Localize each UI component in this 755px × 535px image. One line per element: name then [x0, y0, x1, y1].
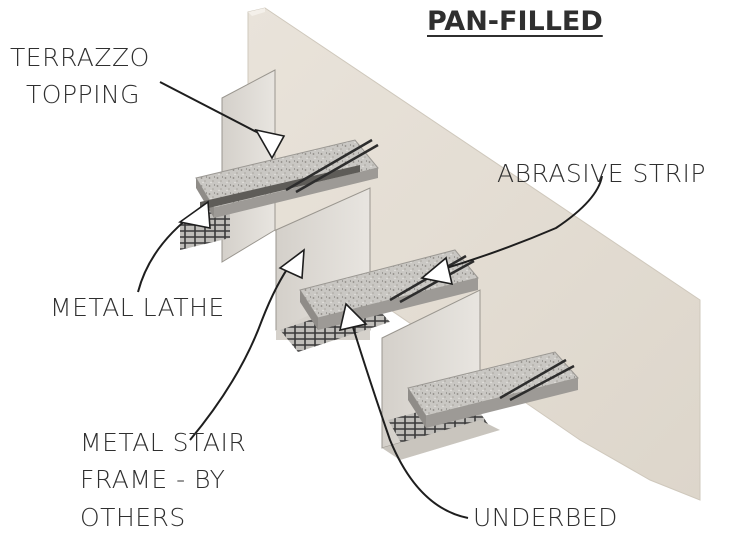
label-abrasive-strip: ABRASIVE STRIP [497, 159, 706, 188]
arrow-underbed-icon [338, 302, 368, 332]
stringer-edge [248, 8, 265, 16]
arrow-abrasive-icon [420, 256, 454, 286]
arrow-frame-icon [278, 248, 305, 280]
label-terrazzo-line2: TOPPING [26, 80, 141, 109]
label-frame-line2: FRAME - BY [80, 465, 226, 494]
arrowheads [178, 128, 454, 332]
leader-terrazzo [159, 81, 273, 141]
diagram-title: PAN-FILLED [427, 6, 603, 37]
label-frame-line1: METAL STAIR [80, 428, 247, 457]
stair-step-3 [382, 351, 579, 460]
label-frame-line3: OTHERS [80, 503, 186, 532]
arrow-lathe-icon [178, 200, 211, 229]
label-metal-lathe: METAL LATHE [50, 293, 225, 322]
leader-frame [189, 261, 293, 441]
arrow-terrazzo-icon [254, 128, 286, 160]
stair-step-1 [180, 69, 379, 331]
leader-underbed [351, 323, 469, 519]
leader-abrasive [439, 175, 603, 271]
leader-lines [137, 81, 603, 519]
label-underbed: UNDERBED [473, 503, 618, 532]
label-terrazzo-line1: TERRAZZO [10, 43, 150, 72]
